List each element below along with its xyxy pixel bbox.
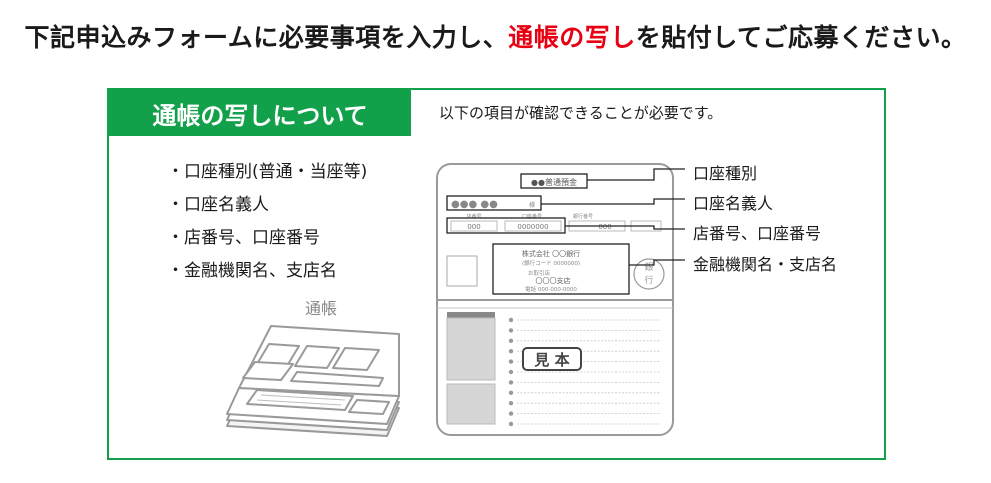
sample-passbook-page: ●●普通預金 ●●● ●● 様 店番号 口座番号 銀行番号 000 000000… [436, 163, 674, 436]
ledger-lines [508, 317, 661, 427]
required-item-account-holder: 口座名義人 [167, 189, 367, 222]
sample-bank-code: 000 [598, 223, 611, 231]
sample-bank-name: 株式会社 〇〇銀行 [522, 249, 580, 258]
sample-holder-suffix: 様 [529, 201, 535, 209]
callout-account-holder: 口座名義人 [693, 194, 774, 213]
callout-account-type: 口座種別 [693, 164, 758, 183]
required-item-bank-branch-name: 金融機関名、支店名 [167, 255, 367, 288]
sample-account-no: 0000000 [517, 223, 548, 231]
ledger-bullet [508, 349, 514, 354]
ledger-bullet [508, 359, 514, 364]
headline-text-before: 下記申込みフォームに必要事項を入力し、 [24, 23, 509, 52]
holder-name-box [446, 195, 542, 211]
sample-bank-code-label: 銀行番号 [573, 213, 593, 220]
panel-title: 通帳の写しについて [109, 90, 411, 136]
sample-branch-label: お取引店 [528, 269, 551, 277]
panel-note: 以下の項目が確認できることが必要です。 [439, 104, 723, 122]
headline-accent: 通帳の写し [508, 23, 636, 52]
sample-branch-no: 000 [467, 223, 480, 231]
seal-char-1: 銀 [644, 261, 653, 273]
callout-bank-branch-name: 金融機関名・支店名 [693, 255, 838, 274]
passbook-info-panel: 通帳の写しについて 以下の項目が確認できることが必要です。 口座種別(普通・当座… [107, 88, 886, 460]
headline-text-after: を貼付してご応募ください。 [635, 23, 967, 52]
required-items-list: 口座種別(普通・当座等) 口座名義人 店番号、口座番号 金融機関名、支店名 [167, 156, 367, 288]
seal-char-2: 行 [644, 274, 653, 286]
sample-account-type: ●●普通預金 [531, 177, 577, 187]
headline: 下記申込みフォームに必要事項を入力し、通帳の写しを貼付してご応募ください。 [0, 18, 991, 54]
sample-branch-no-label: 店番号 [466, 213, 481, 220]
sample-phone: 電話 000-000-0000 [525, 285, 577, 293]
required-item-account-type: 口座種別(普通・当座等) [167, 156, 367, 189]
ledger-bullet [508, 328, 514, 333]
bank-name-box [492, 243, 630, 295]
ledger-bullet [508, 369, 514, 375]
sample-bank-code-line: (銀行コード 0000000) [522, 259, 580, 267]
callout-leader-lines [541, 168, 685, 266]
passbook-illustration-icon [226, 325, 400, 437]
ledger-bullet [508, 380, 514, 385]
passbook-caption: 通帳 [305, 299, 338, 318]
sample-account-no-label: 口座番号 [522, 213, 542, 220]
account-type-box [520, 173, 588, 189]
required-item-branch-account-no: 店番号、口座番号 [167, 222, 367, 255]
ledger-bullet [508, 411, 514, 416]
sample-holder-name: ●●● ●● [451, 199, 498, 210]
sample-stamp: 見 本 [533, 351, 569, 369]
sample-stamp-box [522, 347, 582, 371]
ledger-bullet [508, 401, 514, 406]
ledger-bullet [508, 338, 514, 343]
callout-branch-account-no: 店番号、口座番号 [693, 224, 822, 243]
ledger-bullet [508, 317, 514, 323]
ledger-bullet [508, 421, 514, 427]
bank-seal-icon [633, 258, 665, 290]
ledger-bullet [508, 390, 514, 395]
sample-branch-name: 〇〇〇支店 [536, 276, 571, 285]
